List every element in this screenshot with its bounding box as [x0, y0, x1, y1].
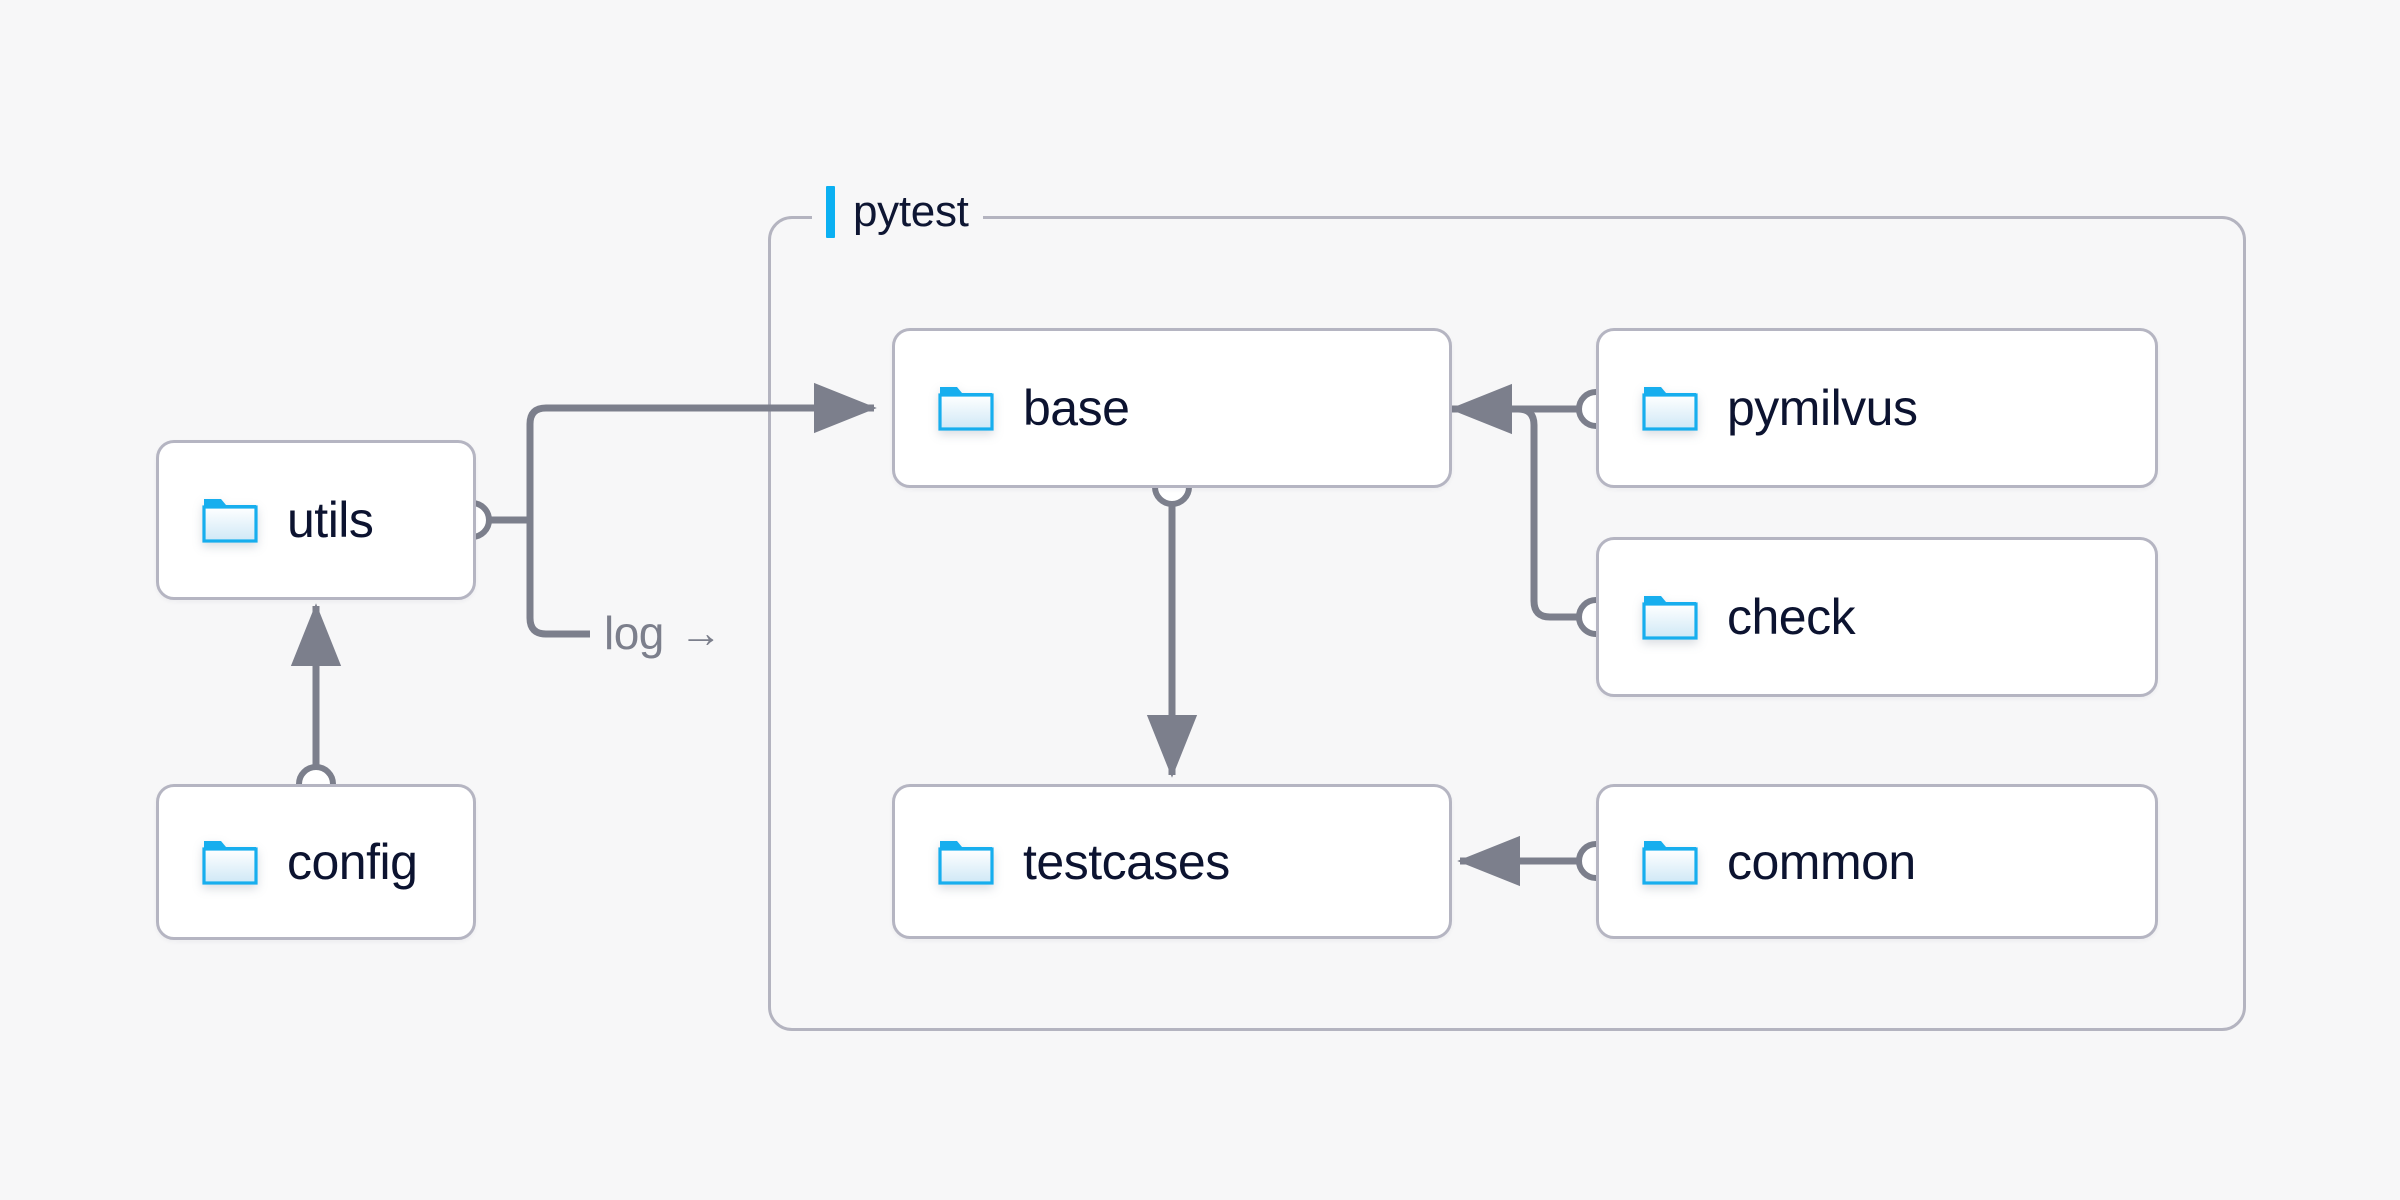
node-common-content: common [1599, 833, 1916, 891]
node-config-label: config [287, 834, 418, 890]
arrow-right-icon: → [679, 609, 722, 656]
node-pymilvus-content: pymilvus [1599, 379, 1918, 437]
group-label-pytest: pytest [812, 186, 983, 238]
folder-icon [1642, 596, 1698, 640]
node-testcases-label: testcases [1023, 833, 1230, 890]
node-testcases[interactable]: testcases [892, 784, 1452, 939]
node-config[interactable]: config [156, 784, 476, 940]
folder-icon [1642, 840, 1698, 885]
group-title: pytest [853, 187, 969, 236]
node-utils[interactable]: utils [156, 440, 476, 600]
node-pymilvus[interactable]: pymilvus [1596, 328, 2158, 488]
edge-label-log-text: log [604, 607, 664, 659]
group-accent-bar [826, 186, 835, 238]
edge-config-to-utils [290, 603, 342, 804]
node-utils-content: utils [159, 491, 374, 549]
node-check[interactable]: check [1596, 537, 2158, 697]
folder-icon [202, 841, 258, 885]
node-testcases-content: testcases [895, 833, 1230, 891]
node-pymilvus-label: pymilvus [1727, 380, 1918, 436]
node-base-content: base [895, 379, 1130, 437]
edge-label-log: log → [604, 606, 722, 660]
edge-utils-to-log [526, 520, 590, 638]
folder-icon [938, 387, 994, 431]
node-base[interactable]: base [892, 328, 1452, 488]
folder-icon [938, 840, 994, 885]
node-check-content: check [1599, 588, 1856, 646]
group-container-pytest [768, 216, 2246, 1031]
node-config-content: config [159, 833, 418, 891]
folder-icon [202, 499, 258, 543]
node-common[interactable]: common [1596, 784, 2158, 939]
folder-icon [1642, 387, 1698, 431]
node-common-label: common [1727, 833, 1916, 890]
node-check-label: check [1727, 589, 1856, 645]
node-base-label: base [1023, 380, 1130, 436]
node-utils-label: utils [287, 492, 374, 548]
